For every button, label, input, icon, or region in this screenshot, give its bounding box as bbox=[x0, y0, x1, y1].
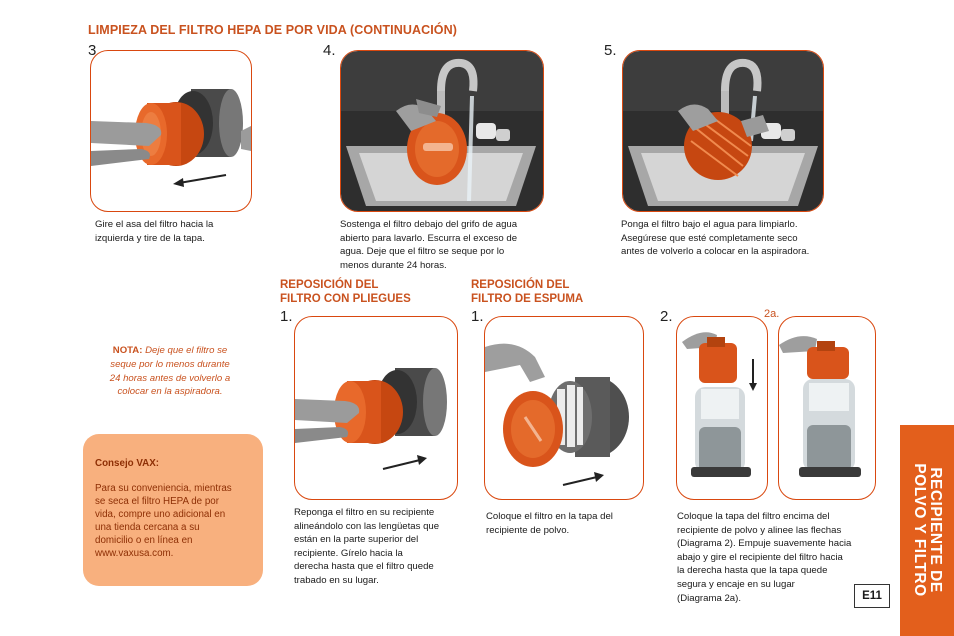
step-4-illustration bbox=[340, 50, 544, 212]
heading-line: FILTRO DE ESPUMA bbox=[471, 293, 584, 305]
step-4-caption: Sostenga el filtro debajo del grifo de a… bbox=[340, 218, 550, 272]
note-text-line: colocar en la aspiradora. bbox=[117, 386, 223, 398]
tip-line[interactable]: domicilio o en línea en bbox=[95, 535, 193, 546]
heading-line: REPOSICIÓN DEL bbox=[471, 279, 570, 291]
tip-box bbox=[83, 434, 263, 586]
foam-caption: Coloque el filtro en la tapa del recipie… bbox=[486, 510, 646, 537]
caption-line: Gire el asa del filtro hacia la bbox=[95, 219, 214, 230]
caption-line: abajo y gire el recipiente del filtro ha… bbox=[677, 551, 843, 563]
note-text-line: Deje que el filtro se bbox=[145, 345, 228, 356]
pleated-step-number: 1. bbox=[280, 308, 293, 325]
step-2-illustration bbox=[676, 316, 768, 500]
caption-line: recipiente de polvo. bbox=[486, 524, 570, 536]
note-text-line: seque por lo menos durante bbox=[110, 358, 230, 370]
foam-heading: REPOSICIÓN DEL FILTRO DE ESPUMA bbox=[471, 278, 583, 306]
caption-line: recipiente. Gírelo hacia la bbox=[294, 547, 403, 559]
caption-line: Asegúrese que esté completamente seco bbox=[621, 232, 798, 244]
tip-line: se seca el filtro HEPA de por bbox=[95, 496, 219, 507]
heading-line: REPOSICIÓN DEL bbox=[280, 279, 379, 291]
section-tab-label: RECIPIENTE DE POLVO Y FILTRO bbox=[911, 463, 944, 597]
pleated-heading: REPOSICIÓN DEL FILTRO CON PLIEGUES bbox=[280, 278, 411, 306]
section-tab-line: POLVO Y FILTRO bbox=[911, 463, 928, 597]
caption-line: Sostenga el filtro debajo del grifo de a… bbox=[340, 219, 518, 230]
heading-line: FILTRO CON PLIEGUES bbox=[280, 293, 411, 305]
caption-line: agua. Deje que el filtro se seque por lo bbox=[340, 246, 505, 258]
caption-line: izquierda y tire de la tapa. bbox=[95, 232, 205, 244]
step-2-caption: Coloque la tapa del filtro encima del re… bbox=[677, 510, 877, 605]
tip-text: Para su conveniencia, mientras se seca e… bbox=[95, 482, 260, 560]
step-5-caption: Ponga el filtro bajo el agua para limpia… bbox=[621, 218, 841, 259]
caption-line: están en la parte superior del bbox=[294, 534, 419, 546]
step-2a-illustration bbox=[778, 316, 876, 500]
tip-line: vida, compre uno adicional en bbox=[95, 509, 226, 520]
foam-illustration bbox=[484, 316, 644, 500]
step-4-number: 4. bbox=[323, 42, 336, 59]
caption-line: segura y encaje en su lugar bbox=[677, 578, 795, 590]
step-2-number: 2. bbox=[660, 308, 673, 325]
page-number: E11 bbox=[854, 584, 890, 608]
caption-line: Coloque el filtro en la tapa del bbox=[486, 511, 613, 522]
tip-line: Para su conveniencia, mientras bbox=[95, 483, 232, 494]
caption-line: (Diagrama 2). Empuje suavemente hacia bbox=[677, 538, 852, 550]
note-text-line: 24 horas antes de volverlo a bbox=[109, 372, 231, 384]
step-3-caption: Gire el asa del filtro hacia la izquierd… bbox=[95, 218, 255, 245]
tip-title: Consejo VAX: bbox=[95, 458, 160, 469]
caption-line: la derecha hasta que la tapa quede bbox=[677, 565, 828, 577]
pleated-illustration bbox=[294, 316, 458, 500]
step-5-illustration bbox=[622, 50, 824, 212]
tip-link[interactable]: www.vaxusa.com. bbox=[95, 548, 174, 559]
caption-line: (Diagrama 2a). bbox=[677, 592, 741, 604]
caption-line: recipiente de polvo y alinee las flechas bbox=[677, 524, 842, 536]
section-tab: RECIPIENTE DE POLVO Y FILTRO bbox=[900, 425, 954, 636]
caption-line: trabado en su lugar. bbox=[294, 574, 379, 586]
step-5-number: 5. bbox=[604, 42, 617, 59]
caption-line: derecha hasta que el filtro quede bbox=[294, 561, 434, 573]
note-box: NOTA: Deje que el filtro se seque por lo… bbox=[90, 344, 250, 399]
caption-line: Ponga el filtro bajo el agua para limpia… bbox=[621, 219, 798, 230]
caption-line: antes de volverlo a colocar en la aspira… bbox=[621, 246, 810, 258]
note-label: NOTA: bbox=[112, 345, 143, 356]
caption-line: alineándolo con las lengüetas que bbox=[294, 520, 440, 532]
section-tab-line: RECIPIENTE DE bbox=[927, 467, 944, 593]
step-2a-label: 2a. bbox=[764, 308, 780, 320]
pleated-caption: Reponga el filtro en su recipiente aline… bbox=[294, 506, 464, 588]
caption-line: Reponga el filtro en su recipiente bbox=[294, 507, 435, 518]
caption-line: abierto para lavarlo. Escurra el exceso … bbox=[340, 232, 518, 244]
tip-line: una tienda cercana a su bbox=[95, 522, 200, 533]
caption-line: menos durante 24 horas. bbox=[340, 259, 447, 271]
step-3-illustration bbox=[90, 50, 252, 212]
caption-line: Coloque la tapa del filtro encima del bbox=[677, 511, 830, 522]
page-title: LIMPIEZA DEL FILTRO HEPA DE POR VIDA (CO… bbox=[88, 23, 457, 37]
foam-step-number: 1. bbox=[471, 308, 484, 325]
